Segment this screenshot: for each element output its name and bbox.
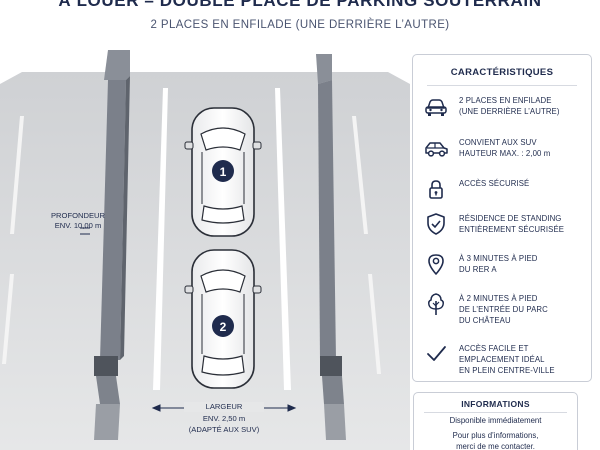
car-1 [184,107,262,237]
depth-label-line2: ENV. 10,00 m [54,221,102,230]
feature-residence-line2: entièrement sécurisée [459,225,565,234]
suv-icon [423,135,449,161]
feature-residence: Résidence de standing entièrement sécuri… [423,211,587,251]
feature-park: À 2 minutes à pied de l’entrée du Parc d… [423,291,587,337]
parking-line-left [153,88,168,390]
car-2-number: 2 [219,320,227,334]
parking-line-far-right [352,116,368,234]
feature-location-line1: Accès facile et [459,344,529,353]
contact-line1: Pour plus d’informations, [452,431,539,440]
feature-rer-line2: du RER A [459,265,497,274]
feature-location-line3: en plein centre-ville [459,366,555,375]
feature-park-line2: de l’entrée du Parc [459,305,548,314]
car-1-badge [212,160,234,182]
availability-text: Disponible immédiatement [449,416,542,425]
width-label-line3: (ADAPTÉ AUX SUV) [188,425,260,434]
car-1-number: 1 [219,165,227,179]
location-pin-icon [423,251,449,277]
feature-location: Accès facile et emplacement idéal en ple… [423,341,587,381]
info-title: INFORMATIONS [461,399,530,409]
pillar-left [94,50,130,440]
info-divider [424,412,567,413]
feature-suv-line2: HAUTEUR MAX. : 2,00 m [459,149,551,158]
feature-park-line1: À 2 minutes à pied [459,294,538,303]
feature-location-line2: emplacement idéal [459,355,545,364]
parking-line-right [275,88,291,390]
feature-residence-line1: Résidence de standing [459,214,562,223]
feature-secure-access-line1: Accès sécurisé [459,179,530,188]
features-title: Caractéristiques [450,67,554,78]
info-panel: INFORMATIONS Disponible immédiatement Po… [413,392,578,450]
feature-secure-access: Accès sécurisé [423,177,587,217]
lock-icon [423,177,449,203]
feature-rer-line1: À 3 minutes à pied [459,254,538,263]
car-2 [184,249,262,389]
feature-rer: À 3 minutes à pied du RER A [423,251,587,291]
checkmark-icon [423,341,449,367]
pillar-right [316,54,346,440]
parking-floor-illustration [0,44,410,450]
parking-diagram: 1 2 PROFONDEUR ENV. 10,00 m LARGEUR ENV.… [0,44,410,450]
feature-tandem-line1: 2 PLACES EN ENFILADE [459,96,552,105]
features-divider [427,85,577,86]
depth-marker [80,227,90,235]
parking-line-far-left [10,116,24,234]
tree-icon [423,291,449,317]
car-2-badge [212,315,234,337]
page-title: À LOUER – DOUBLE PLACE DE PARKING SOUTER… [58,0,542,10]
car-front-icon [423,93,449,119]
features-panel: Caractéristiques 2 PLACES EN ENFILADE (U… [412,54,592,382]
feature-tandem-line2: (UNE DERRIÈRE L’AUTRE) [459,107,560,116]
feature-park-line3: du Château [459,316,511,325]
width-label-line2: ENV. 2,50 m [202,414,246,423]
feature-suv: CONVIENT AUX SUV HAUTEUR MAX. : 2,00 m [423,135,587,175]
feature-tandem: 2 PLACES EN ENFILADE (UNE DERRIÈRE L’AUT… [423,93,587,133]
feature-suv-line1: CONVIENT AUX SUV [459,138,537,147]
page-subtitle: 2 PLACES EN ENFILADE (UNE DERRIÈRE L’AUT… [150,19,450,31]
contact-line2: merci de me contacter. [456,442,535,450]
depth-label-line1: PROFONDEUR [50,211,105,220]
width-label-line1: LARGEUR [184,402,264,412]
shield-check-icon [423,211,449,237]
